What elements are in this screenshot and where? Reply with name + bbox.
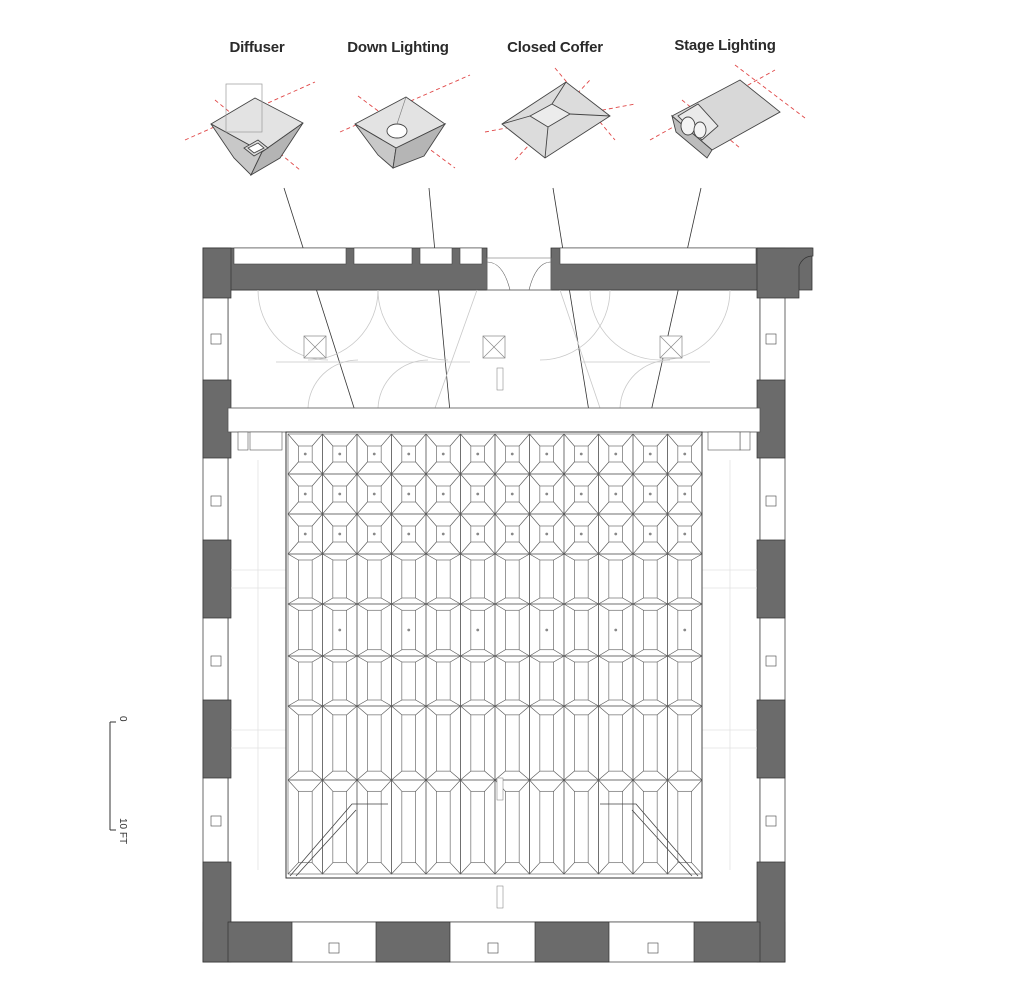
fixture-label-down-lighting: Down Lighting [347,39,449,56]
coffer-cell [632,779,668,875]
bottom-tag [496,885,504,909]
coffered-ceiling [285,431,703,879]
entry-door [486,261,552,291]
down-lighting-fixture-drawing [339,74,471,169]
coffer-cell [460,603,496,657]
elevation-tag [496,367,504,391]
beam-band [227,407,761,433]
coffer-cell [667,603,703,657]
side-bay-lines [231,460,757,870]
lobby-fixtures [303,335,683,359]
coffer-grid [287,433,703,875]
building-plan [202,247,814,963]
coffer-cell [287,553,323,605]
scale-start-label: 0 [117,716,128,722]
diffuser-fixture-drawing [184,81,316,177]
coffer-cell [563,655,599,707]
window-mullions [210,333,777,954]
scale-end-label: 10 FT [117,818,128,844]
center-tag [496,777,504,801]
right-piers [756,247,814,963]
bottom-piers [227,921,761,963]
coffer-cell [667,473,703,515]
fixture-label-stage-lighting: Stage Lighting [674,37,775,54]
left-piers [202,247,232,963]
corner-hips [289,803,699,877]
lobby-ceiling [257,289,731,409]
coffer-cell [667,779,703,875]
stage-lighting-fixture-drawing [649,64,806,159]
fixture-label-closed-coffer: Closed Coffer [507,39,603,56]
scale-bar: 0 10 FT [109,716,128,844]
fixture-label-diffuser: Diffuser [229,39,284,56]
coffer-cell [356,779,392,875]
closed-coffer-fixture-drawing [484,67,636,161]
